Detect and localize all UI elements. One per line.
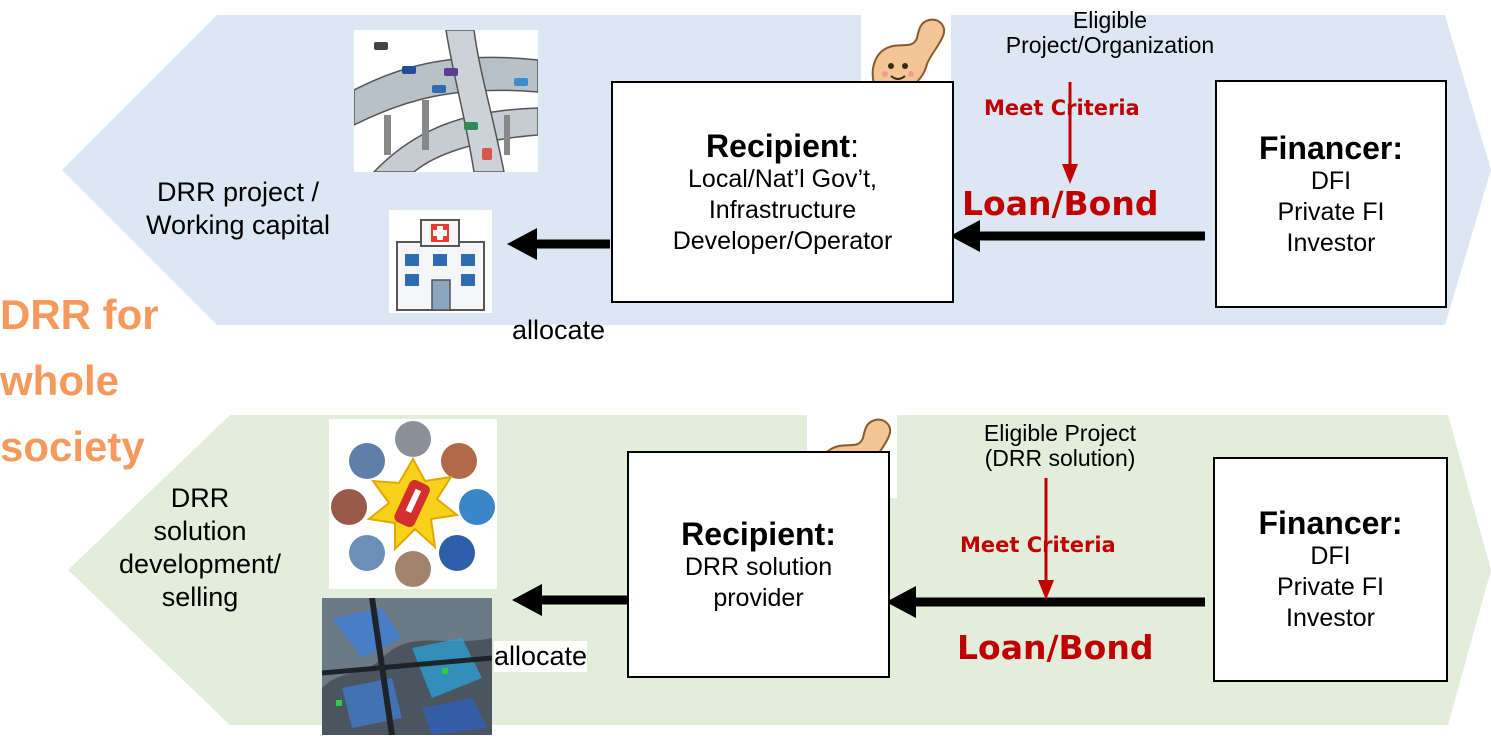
top-financer-line-3: Investor bbox=[1286, 228, 1376, 257]
bottom-use-label: DRR solution development/ selling bbox=[80, 482, 320, 614]
bottom-eligible-line-2: (DRR solution) bbox=[984, 445, 1136, 471]
bottom-financer-title: Financer: bbox=[1258, 505, 1403, 541]
bottom-recipient-line-2: provider bbox=[713, 583, 804, 612]
top-band-notch-lower bbox=[1445, 170, 1491, 325]
top-financer-line-1: DFI bbox=[1310, 166, 1352, 195]
top-use-line-2: Working capital bbox=[145, 210, 331, 240]
top-recipient-box: Recipient: Local/Nat’l Gov’t, Infrastruc… bbox=[611, 81, 954, 303]
top-meet-criteria: Meet Criteria bbox=[984, 96, 1140, 120]
top-use-label: DRR project / Working capital bbox=[98, 176, 378, 242]
top-band-notch bbox=[1445, 15, 1491, 170]
hospital-illustration bbox=[389, 210, 492, 313]
disaster-types-illustration bbox=[329, 419, 497, 589]
bottom-band-notch bbox=[1448, 415, 1491, 570]
bottom-meet-criteria: Meet Criteria bbox=[960, 533, 1116, 557]
bottom-financer-line-1: DFI bbox=[1310, 542, 1351, 570]
bottom-recipient-box: Recipient: DRR solution provider bbox=[627, 451, 890, 678]
bottom-eligible-label: Eligible Project (DRR solution) bbox=[920, 421, 1200, 471]
bottom-allocate-label: allocate bbox=[494, 641, 588, 672]
top-financer-box: Financer: DFI Private FI Investor bbox=[1215, 80, 1447, 308]
bottom-loan-bond: Loan/Bond bbox=[957, 628, 1154, 667]
bottom-allocate-arrowhead bbox=[512, 584, 542, 616]
top-eligible-line-1: Eligible bbox=[1072, 7, 1148, 33]
bottom-recipient-line-1: DRR solution bbox=[684, 552, 833, 581]
top-recipient-line-1: Local/Nat’l Gov’t, bbox=[688, 164, 877, 193]
bottom-use-line-2: solution bbox=[153, 516, 247, 546]
bottom-financer-line-2: Private FI bbox=[1277, 573, 1384, 601]
top-loan-bond: Loan/Bond bbox=[962, 184, 1159, 223]
top-eligible-label: Eligible Project/Organization bbox=[950, 8, 1270, 58]
top-use-line-1: DRR project / bbox=[156, 177, 320, 207]
top-recipient-line-2: Infrastructure bbox=[708, 195, 857, 224]
bottom-financer-line-3: Investor bbox=[1286, 604, 1375, 632]
top-allocate-label: allocate bbox=[512, 315, 606, 345]
bottom-band-notch-lower bbox=[1448, 570, 1491, 725]
top-financer-arrowhead bbox=[950, 220, 980, 252]
bottom-eligible-line-1: Eligible Project bbox=[983, 420, 1137, 446]
bottom-criteria-arrowhead bbox=[1038, 580, 1054, 600]
bottom-recipient-title: Recipient: bbox=[681, 515, 836, 552]
top-allocate-arrowhead bbox=[507, 228, 537, 260]
top-criteria-arrowhead bbox=[1062, 164, 1078, 184]
top-eligible-line-2: Project/Organization bbox=[1005, 32, 1215, 58]
bottom-use-line-4: selling bbox=[161, 582, 239, 612]
flood-map-image bbox=[321, 597, 493, 736]
top-financer-title: Financer: bbox=[1258, 129, 1404, 166]
bottom-use-line-1: DRR bbox=[170, 483, 230, 513]
top-recipient-line-3: Developer/Operator bbox=[672, 226, 893, 255]
bottom-financer-arrowhead bbox=[886, 586, 916, 618]
top-financer-line-2: Private FI bbox=[1277, 197, 1385, 226]
highway-illustration bbox=[353, 29, 539, 173]
drr-whole-society-label: DRR for whole society bbox=[0, 291, 159, 470]
bottom-use-line-3: development/ bbox=[118, 549, 282, 579]
bottom-financer-box: Financer: DFI Private FI Investor bbox=[1213, 457, 1448, 682]
top-recipient-title: Recipient: bbox=[706, 127, 859, 164]
